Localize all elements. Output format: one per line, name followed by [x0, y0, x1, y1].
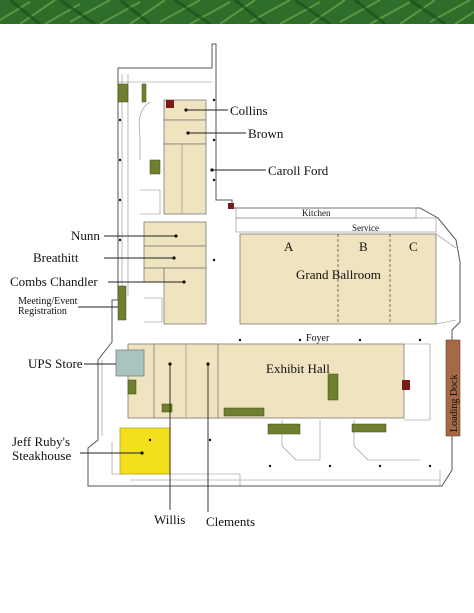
- label-jeff-rubys-1: Jeff Ruby's: [12, 434, 70, 449]
- furniture: [161, 403, 173, 413]
- label-combs-chandler: Combs Chandler: [10, 274, 98, 289]
- exhibit-booth: [327, 373, 339, 401]
- callout-leaders: [78, 108, 266, 512]
- furniture: [223, 407, 265, 417]
- furniture: [149, 159, 161, 175]
- label-brown: Brown: [248, 126, 284, 141]
- label-service: Service: [352, 223, 379, 233]
- label-meeting-registration-1: Meeting/Event: [18, 296, 78, 307]
- furniture: [267, 423, 301, 435]
- label-loading-dock: Loading Dock: [449, 375, 460, 433]
- label-meeting-registration-2: Registration: [18, 306, 67, 317]
- room-nunn[interactable]: [143, 221, 207, 247]
- floor-plan: Collins Brown Caroll Ford Kitchen Servic…: [10, 43, 461, 529]
- room-caroll-ford[interactable]: [163, 143, 207, 215]
- building-outline: [87, 43, 461, 487]
- label-nunn: Nunn: [71, 228, 100, 243]
- furniture: [127, 379, 137, 395]
- label-collins: Collins: [230, 103, 268, 118]
- label-ballroom-b: B: [359, 239, 368, 254]
- furniture: [117, 83, 129, 103]
- label-kitchen: Kitchen: [302, 208, 331, 218]
- marker-icon: [166, 100, 174, 108]
- marker-icon: [228, 203, 234, 209]
- column-markers: [118, 98, 432, 468]
- registration-desk: [117, 285, 127, 321]
- service-corridor: [235, 217, 437, 233]
- label-jeff-rubys-2: Steakhouse: [12, 448, 71, 463]
- furniture: [141, 83, 147, 103]
- label-grand-ballroom: Grand Ballroom: [296, 267, 381, 282]
- room-jeff-rubys-steakhouse[interactable]: [119, 427, 171, 475]
- room-ups-store[interactable]: [115, 349, 145, 377]
- label-foyer: Foyer: [306, 333, 330, 344]
- room-brown[interactable]: [163, 119, 207, 145]
- marker-icon: [402, 380, 410, 390]
- room-annex: [143, 267, 165, 283]
- label-breathitt: Breathitt: [33, 250, 79, 265]
- leaf-banner: [0, 0, 474, 24]
- loading-dock[interactable]: [445, 339, 461, 437]
- label-exhibit-hall: Exhibit Hall: [266, 361, 330, 376]
- label-ballroom-a: A: [284, 239, 294, 254]
- label-caroll-ford: Caroll Ford: [268, 163, 329, 178]
- label-clements: Clements: [206, 514, 255, 529]
- label-ballroom-c: C: [409, 239, 418, 254]
- furniture: [351, 423, 387, 433]
- label-willis: Willis: [154, 512, 185, 527]
- room-combs-chandler[interactable]: [163, 267, 207, 325]
- label-ups-store: UPS Store: [28, 356, 83, 371]
